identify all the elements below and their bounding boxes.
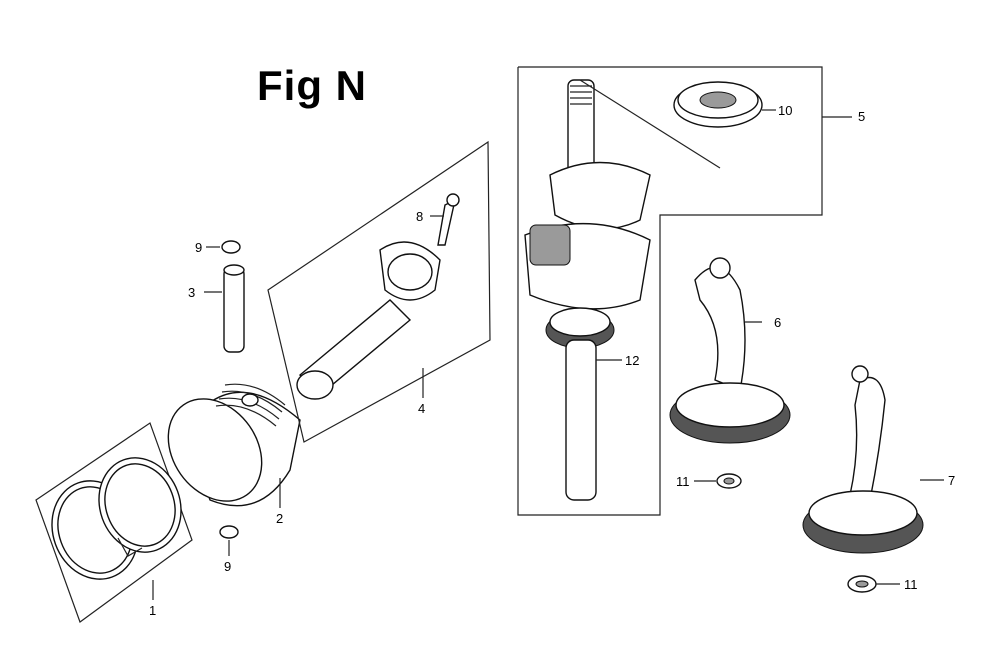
crankshaft-drawing: [517, 66, 852, 516]
piston-rings-drawing: [35, 422, 193, 623]
callout-11-washer-lower: 11: [904, 577, 918, 592]
connecting-rod-drawing: [267, 140, 491, 443]
clip-top-drawing: [206, 240, 241, 254]
callout-9-clip-top: 9: [195, 240, 203, 255]
balancer-upper-drawing: [669, 257, 791, 489]
callout-10-bearing: 10: [778, 103, 793, 118]
callout-11-washer-upper: 11: [676, 474, 690, 489]
callout-6-balancer-upper: 6: [774, 315, 782, 330]
callout-1-piston-rings: 1: [149, 603, 157, 618]
balancer-lower-drawing: [802, 365, 944, 593]
clip-bottom-drawing: [219, 525, 239, 556]
callout-9-clip-bottom: 9: [224, 559, 232, 574]
callout-12-crankshaft: 12: [625, 353, 640, 368]
callout-7-balancer-lower: 7: [948, 473, 956, 488]
figure-title: Fig N: [257, 62, 367, 109]
piston-pin-drawing: [204, 264, 245, 353]
callout-3-piston-pin: 3: [188, 285, 196, 300]
callout-8-rod-bolt: 8: [416, 209, 424, 224]
callout-5-crankshaft-assembly: 5: [858, 109, 866, 124]
piston-drawing: [167, 383, 301, 508]
callout-4-connecting-rod: 4: [418, 401, 426, 416]
callout-2-piston: 2: [276, 511, 284, 526]
